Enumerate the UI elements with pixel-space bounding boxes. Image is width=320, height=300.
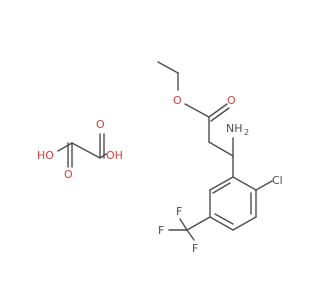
ring-bond-1-inner — [212, 182, 231, 194]
ring-bond-6 — [232, 176, 257, 191]
label-ester-o-single: O — [173, 94, 182, 107]
bond-c-f-bottom — [186, 229, 195, 241]
label-oxalic-ho: HO — [37, 149, 54, 162]
molecule-svg: O O NH 2 Cl F F F O O HO OH — [37, 61, 283, 255]
bond-ring-cf3 — [186, 216, 211, 231]
ring-bond-4 — [232, 216, 257, 231]
oxalic-c1-oh — [99, 153, 107, 159]
oxalic-c2-ho — [57, 142, 73, 152]
oxalic-c-c — [71, 142, 101, 159]
ring-bond-1 — [209, 176, 234, 191]
bond-ch2-ch — [208, 141, 234, 157]
label-fluoro-bottom: F — [192, 242, 198, 255]
label-fluoro-top: F — [176, 205, 182, 218]
bond-ethyl-ch3 — [157, 61, 179, 74]
label-fluoro-left: F — [158, 224, 164, 237]
label-oxalic-o-top: O — [96, 118, 105, 131]
label-amino-subscript: 2 — [244, 128, 249, 137]
ring-bond-3 — [209, 216, 234, 231]
bond-c-f-top — [179, 218, 188, 231]
bond-o-carbonyl — [184, 103, 210, 118]
bond-ring-cl — [255, 180, 273, 191]
label-oxalic-o-bottom: O — [64, 168, 73, 181]
label-amino: NH — [226, 122, 243, 135]
label-oxalic-oh: OH — [106, 149, 123, 162]
ring-bond-3-inner — [214, 213, 234, 225]
bond-c-o-double-2 — [210, 107, 230, 122]
label-ester-o-carbonyl: O — [227, 94, 236, 107]
structure-diagram: O O NH 2 Cl F F F O O HO OH — [37, 61, 283, 255]
bond-c-o-double-1 — [208, 103, 228, 118]
label-chloro: Cl — [272, 174, 283, 187]
